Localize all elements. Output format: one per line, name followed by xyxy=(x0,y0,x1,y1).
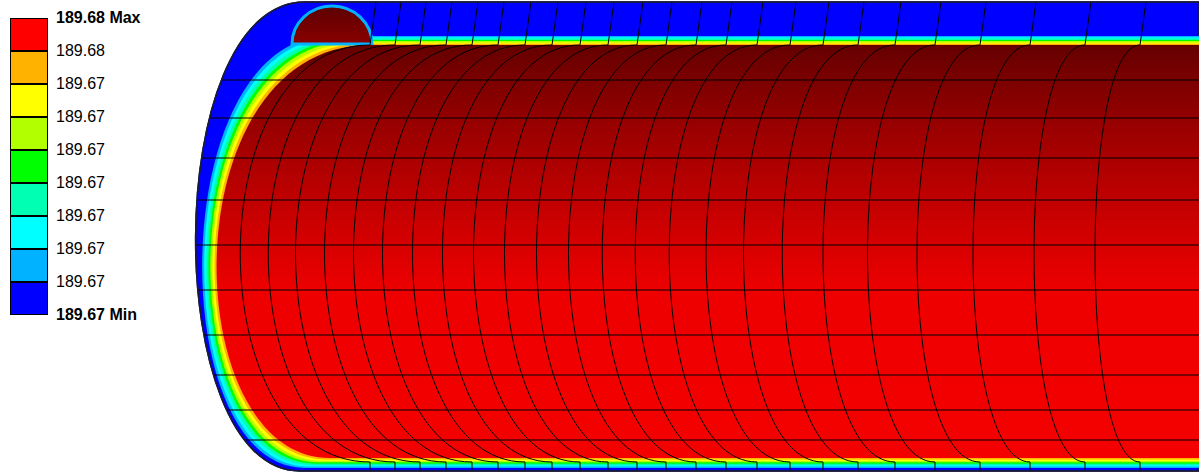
legend-value: 189.67 xyxy=(56,141,105,159)
mesh-line xyxy=(268,2,401,471)
mesh-line xyxy=(240,2,376,471)
legend-swatch xyxy=(10,150,48,183)
mesh-line xyxy=(0,200,1199,201)
mesh-line xyxy=(0,290,1199,291)
mesh-line xyxy=(0,80,1199,81)
mesh-line xyxy=(0,158,1199,159)
legend-swatch xyxy=(10,18,48,51)
mesh-line xyxy=(0,245,1199,246)
mesh-line xyxy=(917,2,986,471)
mesh-line xyxy=(823,2,901,471)
legend-value: 189.67 xyxy=(56,273,105,291)
mesh-line xyxy=(973,2,1036,471)
wall-section-cap xyxy=(292,6,372,44)
legend-value: 189.67 xyxy=(56,108,105,126)
legend-swatch xyxy=(10,84,48,117)
mesh-line xyxy=(868,2,942,471)
wall-layer xyxy=(206,39,1199,466)
legend-swatch xyxy=(10,249,48,282)
mesh-line xyxy=(0,440,1199,441)
mesh-line xyxy=(0,335,1199,336)
legend-swatch xyxy=(10,51,48,84)
mesh-line xyxy=(443,2,559,471)
mesh-line xyxy=(1095,2,1146,471)
legend-swatch xyxy=(10,117,48,150)
legend-min-value: 189.67 Min xyxy=(56,306,137,324)
legend-swatch xyxy=(10,282,48,315)
wall-layer xyxy=(215,44,1199,460)
legend-swatch xyxy=(10,183,48,216)
legend-value: 189.67 xyxy=(56,75,105,93)
mesh-line xyxy=(669,2,763,471)
legend-swatch xyxy=(10,216,48,249)
mesh-line xyxy=(744,2,830,471)
legend-value: 189.68 Max xyxy=(56,9,141,27)
legend-value: 189.67 xyxy=(56,174,105,192)
mesh-line xyxy=(602,2,702,471)
mesh-line xyxy=(635,2,732,471)
legend-value: 189.67 xyxy=(56,207,105,225)
wall-layer xyxy=(202,36,1199,468)
mesh-line xyxy=(505,2,615,471)
mesh-line xyxy=(569,2,673,471)
mesh-line xyxy=(0,375,1199,376)
contour-legend: 189.68 Max 189.68 189.67 189.67 189.67 189.67… xyxy=(10,0,190,340)
outer-surface xyxy=(196,2,1199,471)
inner-surface xyxy=(217,45,1199,458)
outer-outline xyxy=(196,2,1199,471)
mesh-line xyxy=(354,2,479,471)
wall-layer xyxy=(210,41,1199,462)
mesh-line xyxy=(325,2,453,471)
legend-value: 189.67 xyxy=(56,240,105,258)
mesh-line xyxy=(296,2,427,471)
mesh-line xyxy=(0,118,1199,119)
legend-value: 189.68 xyxy=(56,42,105,60)
mesh-line xyxy=(1034,2,1091,471)
